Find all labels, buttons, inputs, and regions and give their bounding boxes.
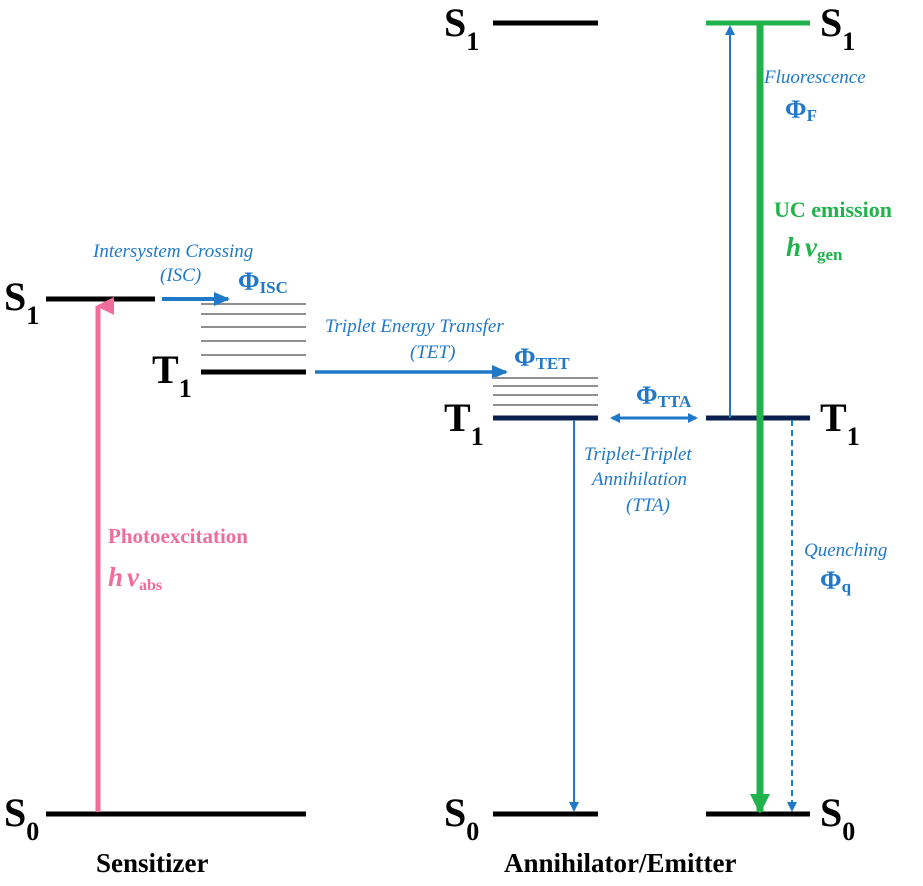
- annihilator-s0-left-label: S0: [444, 790, 479, 846]
- sensitizer-s1-label: S1: [4, 274, 39, 330]
- tta-label-line3: (TTA): [626, 495, 670, 516]
- annihilator-footer: Annihilator/Emitter: [504, 848, 736, 878]
- tet-quantum-yield: ΦTET: [514, 343, 570, 373]
- tta-label-line2: Annihilation: [590, 469, 687, 490]
- quenching-label: Quenching: [804, 540, 887, 561]
- photoexcitation-label: Photoexcitation: [108, 524, 248, 548]
- tta-label-line1: Triplet-Triplet: [584, 444, 692, 465]
- tta-quantum-yield: ΦTTA: [636, 381, 692, 411]
- uc-emission-label: UC emission: [774, 197, 892, 222]
- annihilator-s1-right-label: S1: [820, 0, 855, 56]
- annihilator-s0-right-label: S0: [820, 790, 855, 846]
- sensitizer-sublevels: [201, 303, 306, 356]
- sensitizer-t1-label: T1: [152, 347, 192, 403]
- fluorescence-quantum-yield: ΦF: [785, 95, 817, 125]
- sensitizer-footer: Sensitizer: [96, 848, 208, 878]
- tet-label-line2: (TET): [410, 342, 455, 363]
- annihilator-sublevels: [493, 377, 598, 406]
- tet-label-line1: Triplet Energy Transfer: [325, 316, 504, 337]
- isc-label-line2: (ISC): [160, 265, 201, 286]
- isc-quantum-yield: ΦISC: [238, 267, 288, 297]
- annihilator-t1-right-label: T1: [820, 395, 860, 451]
- fluorescence-label: Fluorescence: [763, 67, 866, 88]
- sensitizer-s0-label: S0: [4, 790, 39, 846]
- isc-label-line1: Intersystem Crossing: [92, 241, 253, 262]
- annihilator-s1-left-label: S1: [444, 0, 479, 56]
- annihilator-t1-left-label: T1: [444, 395, 484, 451]
- quenching-quantum-yield: Φq: [820, 566, 852, 596]
